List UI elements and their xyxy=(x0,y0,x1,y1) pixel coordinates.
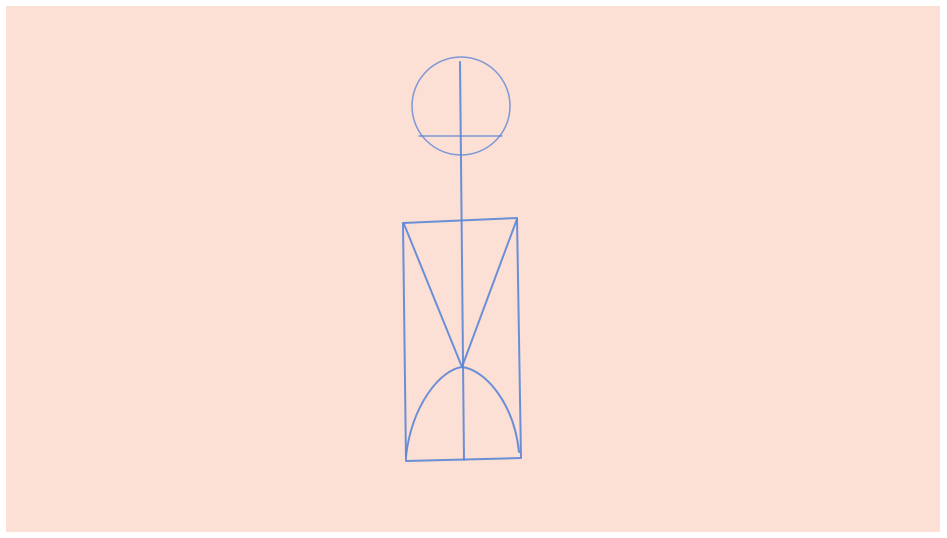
inverted-triangle xyxy=(404,219,517,367)
center-axis-line xyxy=(460,62,464,460)
